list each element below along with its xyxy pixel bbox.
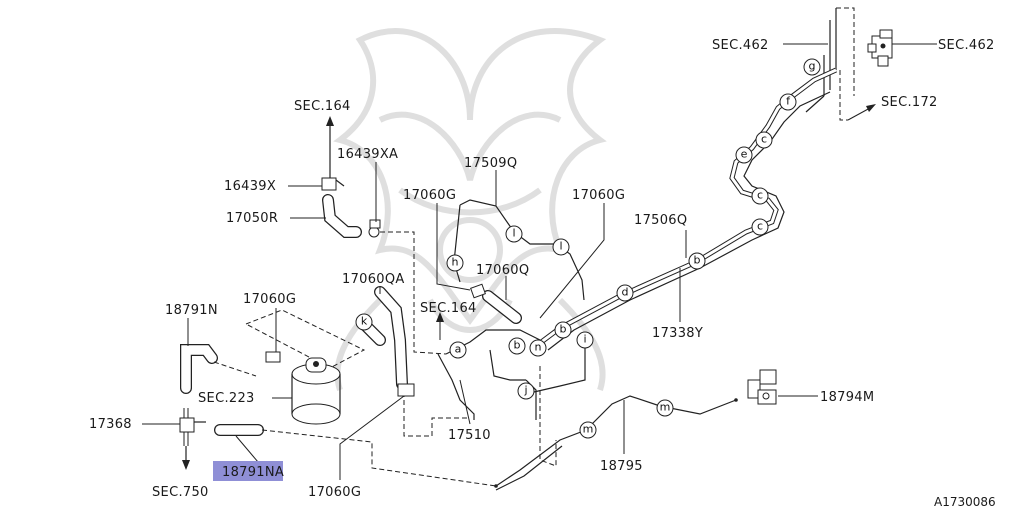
clip-c2: c xyxy=(751,187,769,205)
connector-block xyxy=(867,29,893,67)
label-17368: 17368 xyxy=(89,417,132,432)
tee-fitting-17368 xyxy=(179,408,206,470)
svg-text:c: c xyxy=(761,133,767,146)
hose-17060q xyxy=(470,283,522,324)
clip-b3: b xyxy=(554,321,572,339)
clip-c3: c xyxy=(751,218,769,236)
svg-text:e: e xyxy=(741,148,748,161)
clip-k: k xyxy=(355,313,373,331)
hose-17060qa xyxy=(356,286,415,397)
clip-f: f xyxy=(779,93,797,111)
label-17509Q: 17509Q xyxy=(464,156,517,171)
clip-l2: l xyxy=(552,238,570,256)
filler-vent-assembly xyxy=(321,116,381,238)
arrow-sec164-mid xyxy=(436,312,444,322)
svg-text:b: b xyxy=(560,323,567,336)
hose-18791n xyxy=(180,344,218,394)
clip-b1: b xyxy=(688,252,706,270)
arrow-sec750 xyxy=(182,460,190,470)
label-16439X: 16439X xyxy=(224,179,276,194)
clip-i: i xyxy=(576,331,594,349)
svg-text:i: i xyxy=(583,333,586,346)
main-tube-bundle xyxy=(534,67,838,351)
label-18794M: 18794M xyxy=(820,390,874,405)
arrow-sec172 xyxy=(866,104,876,112)
label-17060G-c: 17060G xyxy=(243,292,296,307)
label-18795: 18795 xyxy=(600,459,643,474)
svg-text:m: m xyxy=(583,423,594,436)
label-sec462-left: SEC.462 xyxy=(712,38,769,53)
label-17506Q: 17506Q xyxy=(634,213,687,228)
label-17060QA: 17060QA xyxy=(342,272,405,287)
label-17060G-d: 17060G xyxy=(308,485,361,500)
svg-text:j: j xyxy=(523,384,527,397)
clip-m2: m xyxy=(656,399,674,417)
label-16439XA: 16439XA xyxy=(337,147,398,162)
label-sec164-mid: SEC.164 xyxy=(420,301,477,316)
label-sec750: SEC.750 xyxy=(152,485,209,500)
label-17060G-b: 17060G xyxy=(572,188,625,203)
label-sec172: SEC.172 xyxy=(881,95,938,110)
arrow-sec164-top xyxy=(326,116,334,126)
label-sec223: SEC.223 xyxy=(198,391,255,406)
clip-n: n xyxy=(529,339,547,357)
label-17060G-a: 17060G xyxy=(403,188,456,203)
svg-text:g: g xyxy=(809,60,816,73)
label-18791N: 18791N xyxy=(165,303,218,318)
label-17050R: 17050R xyxy=(226,211,278,226)
svg-text:l: l xyxy=(512,227,515,240)
svg-text:m: m xyxy=(660,401,671,414)
evap-canister xyxy=(291,357,341,425)
svg-text:l: l xyxy=(559,240,562,253)
clip-m1: m xyxy=(579,421,597,439)
svg-text:b: b xyxy=(514,339,521,352)
clip-d: d xyxy=(616,284,634,302)
svg-text:b: b xyxy=(694,254,701,267)
svg-text:a: a xyxy=(455,343,462,356)
svg-text:k: k xyxy=(361,315,368,328)
highlight-18791NA xyxy=(213,461,283,481)
label-17510: 17510 xyxy=(448,428,491,443)
svg-text:d: d xyxy=(622,286,629,299)
clip-l1: l xyxy=(505,225,523,243)
label-sec164-top: SEC.164 xyxy=(294,99,351,114)
sec462-bracket-area: SEC.462 SEC.462 SEC.172 xyxy=(712,7,995,121)
reference-code: A1730086 xyxy=(934,495,996,509)
clip-a: a xyxy=(449,341,467,359)
svg-text:c: c xyxy=(757,220,763,233)
clip-e: e xyxy=(735,146,753,164)
label-18791NA[interactable]: 18791NA xyxy=(222,465,284,480)
clip-h: h xyxy=(446,254,464,272)
svg-text:f: f xyxy=(786,95,791,108)
clip-g: g xyxy=(803,58,821,76)
clip-c1: c xyxy=(755,131,773,149)
clip-j: j xyxy=(517,382,535,400)
label-17338Y: 17338Y xyxy=(652,326,703,341)
svg-text:n: n xyxy=(535,341,542,354)
bracket-18794m xyxy=(747,369,777,405)
clip-b2: b xyxy=(508,337,526,355)
label-sec462-right: SEC.462 xyxy=(938,38,995,53)
label-17060Q: 17060Q xyxy=(476,263,529,278)
svg-text:c: c xyxy=(757,189,763,202)
svg-text:h: h xyxy=(452,256,459,269)
